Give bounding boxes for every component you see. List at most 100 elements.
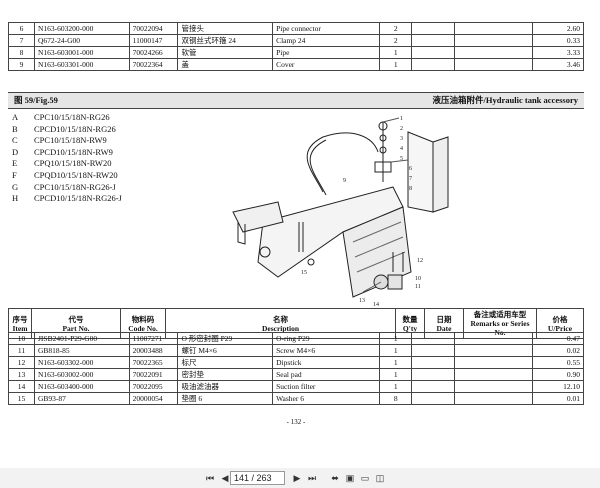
name-en-cell: Dipstick	[272, 356, 381, 369]
price-cell: 0.55	[531, 356, 585, 369]
figure-label: 图 59/Fig.59	[14, 95, 58, 105]
model-name: CPC10/15/18N-RW9	[34, 135, 107, 146]
svg-text:4: 4	[400, 146, 403, 152]
part-no-cell: N163-603200-000	[33, 22, 130, 35]
remarks-cell	[454, 332, 533, 345]
figure-title: 液压油箱附件/Hydraulic tank accessory	[432, 95, 578, 105]
col-code-en: Code No.	[128, 323, 158, 333]
remarks-cell	[454, 22, 533, 35]
model-name: CPQD10/15/18N-RW20	[34, 169, 118, 180]
date-cell	[411, 356, 455, 369]
col-part-en: Part No.	[62, 323, 90, 333]
date-cell	[411, 22, 455, 35]
name-en-cell: Pipe	[272, 46, 381, 59]
model-letter: B	[12, 123, 18, 134]
part-no-cell: N163-603400-000	[33, 380, 130, 393]
page-number: - 132 -	[286, 418, 306, 426]
name-en-cell: Clamp 24	[272, 34, 381, 47]
price-cell: 2.60	[531, 22, 585, 35]
svg-text:9: 9	[343, 178, 346, 184]
remarks-cell	[454, 344, 533, 357]
svg-text:11: 11	[415, 284, 421, 290]
qty-cell: 2	[379, 34, 413, 47]
svg-text:15: 15	[301, 270, 307, 276]
qty-cell: 1	[379, 380, 413, 393]
fit-width-icon[interactable]: ⬌	[331, 473, 339, 483]
qty-cell: 1	[379, 356, 413, 369]
qty-cell: 8	[379, 392, 413, 405]
next-page-icon-btn[interactable]: ▶	[293, 473, 301, 483]
code-no-cell: 70024266	[128, 46, 179, 59]
price-cell: 0.33	[531, 34, 585, 47]
col-price-en: U/Price	[547, 323, 573, 333]
svg-text:5: 5	[400, 156, 403, 162]
item-cell: 11	[8, 344, 35, 357]
date-cell	[411, 344, 455, 357]
model-name: CPC10/15/18N-RG26-J	[34, 181, 116, 192]
name-cn-cell: 吸油滤油器	[177, 380, 274, 393]
qty-cell: 2	[379, 22, 413, 35]
page-input[interactable]: 141 / 263	[230, 471, 285, 485]
model-letter: E	[12, 158, 18, 169]
remarks-cell	[454, 58, 533, 71]
col-remarks: 备注或适用车型	[473, 310, 527, 319]
remarks-cell	[454, 368, 533, 381]
price-cell: 0.01	[531, 392, 585, 405]
date-cell	[411, 58, 455, 71]
name-en-cell: Washer 6	[272, 392, 381, 405]
item-cell: 10	[8, 332, 35, 345]
model-letter: G	[12, 181, 19, 192]
date-cell	[411, 46, 455, 59]
qty-cell: 1	[379, 332, 413, 345]
name-en-cell: Seal pad	[272, 368, 381, 381]
last-page-icon[interactable]: ⏭	[307, 473, 317, 483]
svg-text:7: 7	[409, 176, 412, 182]
first-page-icon[interactable]: ⏮	[205, 473, 215, 483]
svg-text:13: 13	[359, 298, 365, 304]
svg-text:1: 1	[400, 116, 403, 122]
part-no-cell: N163-603001-000	[33, 46, 130, 59]
col-item-en: Item	[12, 323, 28, 333]
two-page-icon[interactable]: ◫	[375, 473, 385, 483]
remarks-cell	[454, 356, 533, 369]
hydraulic-tank-drawing: 1 2 3 4 5 6 7 8 9 10 11 12 13 14 15	[232, 116, 449, 308]
code-no-cell: 70022095	[128, 380, 179, 393]
price-cell: 0.02	[531, 344, 585, 357]
price-cell: 3.33	[531, 46, 585, 59]
name-cn-cell: O 形密封圈 P29	[177, 332, 274, 345]
model-name: CPC10/15/18N-RG26	[34, 112, 110, 122]
item-cell: 14	[8, 380, 35, 393]
part-no-cell: Q672-24-G00	[33, 34, 130, 47]
date-cell	[411, 34, 455, 47]
prev-page-icon[interactable]: ◀	[221, 473, 229, 483]
item-cell: 9	[8, 58, 35, 71]
code-no-cell: 11007271	[128, 332, 179, 345]
svg-text:2: 2	[400, 126, 403, 132]
svg-text:14: 14	[373, 302, 379, 308]
model-name: CPCD10/15/18N-RG26-J	[34, 193, 122, 204]
fit-page-icon[interactable]: ▣	[345, 473, 355, 483]
col-name-en: Description	[261, 323, 300, 333]
name-en-cell: Screw M4×6	[272, 344, 381, 357]
svg-text:10: 10	[415, 276, 421, 282]
svg-text:12: 12	[417, 258, 423, 264]
code-no-cell: 20000054	[128, 392, 179, 405]
single-page-icon[interactable]: ▭	[360, 473, 370, 483]
name-cn-cell: 螺钉 M4×6	[177, 344, 274, 357]
qty-cell: 1	[379, 58, 413, 71]
part-no-cell: N163-603301-000	[33, 58, 130, 71]
model-item: G CPC10/15/18N-RG26-J	[12, 182, 122, 194]
